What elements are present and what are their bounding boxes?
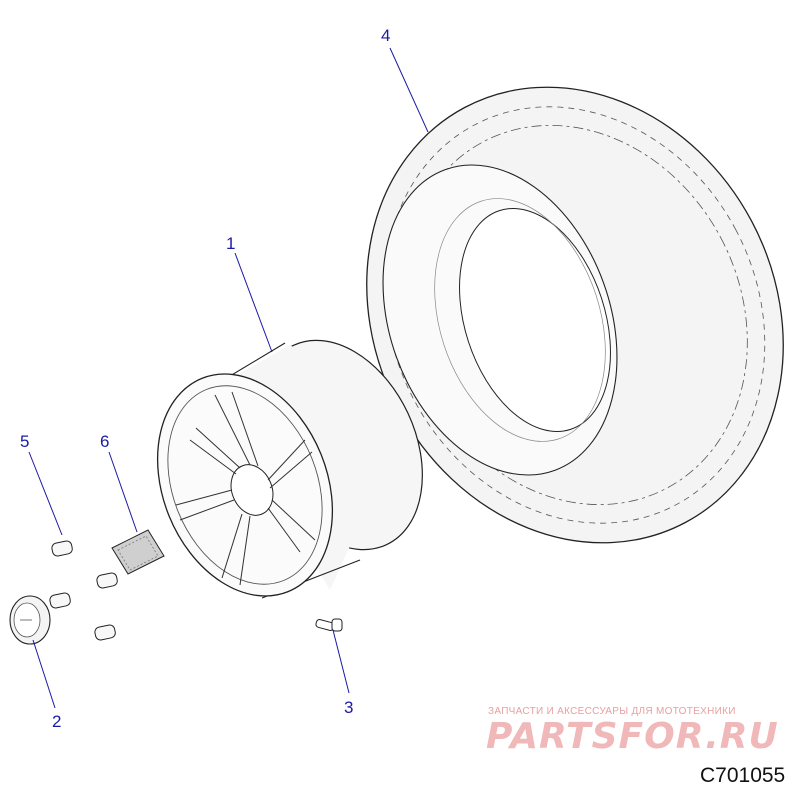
callout-5: 5 xyxy=(20,432,30,451)
decal-sheet xyxy=(111,529,165,575)
callout-4: 4 xyxy=(381,26,391,45)
leader-1 xyxy=(234,252,273,353)
lug-nuts xyxy=(49,540,118,641)
tire xyxy=(366,86,784,544)
watermark-tagline: ЗАПЧАСТИ И АКСЕССУАРЫ ДЛЯ МОТОТЕХНИКИ xyxy=(488,706,736,717)
leader-3 xyxy=(332,629,350,694)
leader-2 xyxy=(32,639,56,709)
watermark-logo: PARTSFOR.RU xyxy=(486,716,779,757)
callout-3: 3 xyxy=(344,698,354,717)
leader-5 xyxy=(28,451,63,536)
wheel-rim xyxy=(156,339,423,599)
leader-6 xyxy=(108,451,138,533)
callout-1: 1 xyxy=(226,234,236,253)
callout-6: 6 xyxy=(100,432,110,451)
center-cap xyxy=(9,595,51,645)
leader-4 xyxy=(389,47,429,133)
callout-2: 2 xyxy=(52,712,62,731)
diagram-code: C701055 xyxy=(700,764,786,787)
valve-stem xyxy=(315,618,343,632)
